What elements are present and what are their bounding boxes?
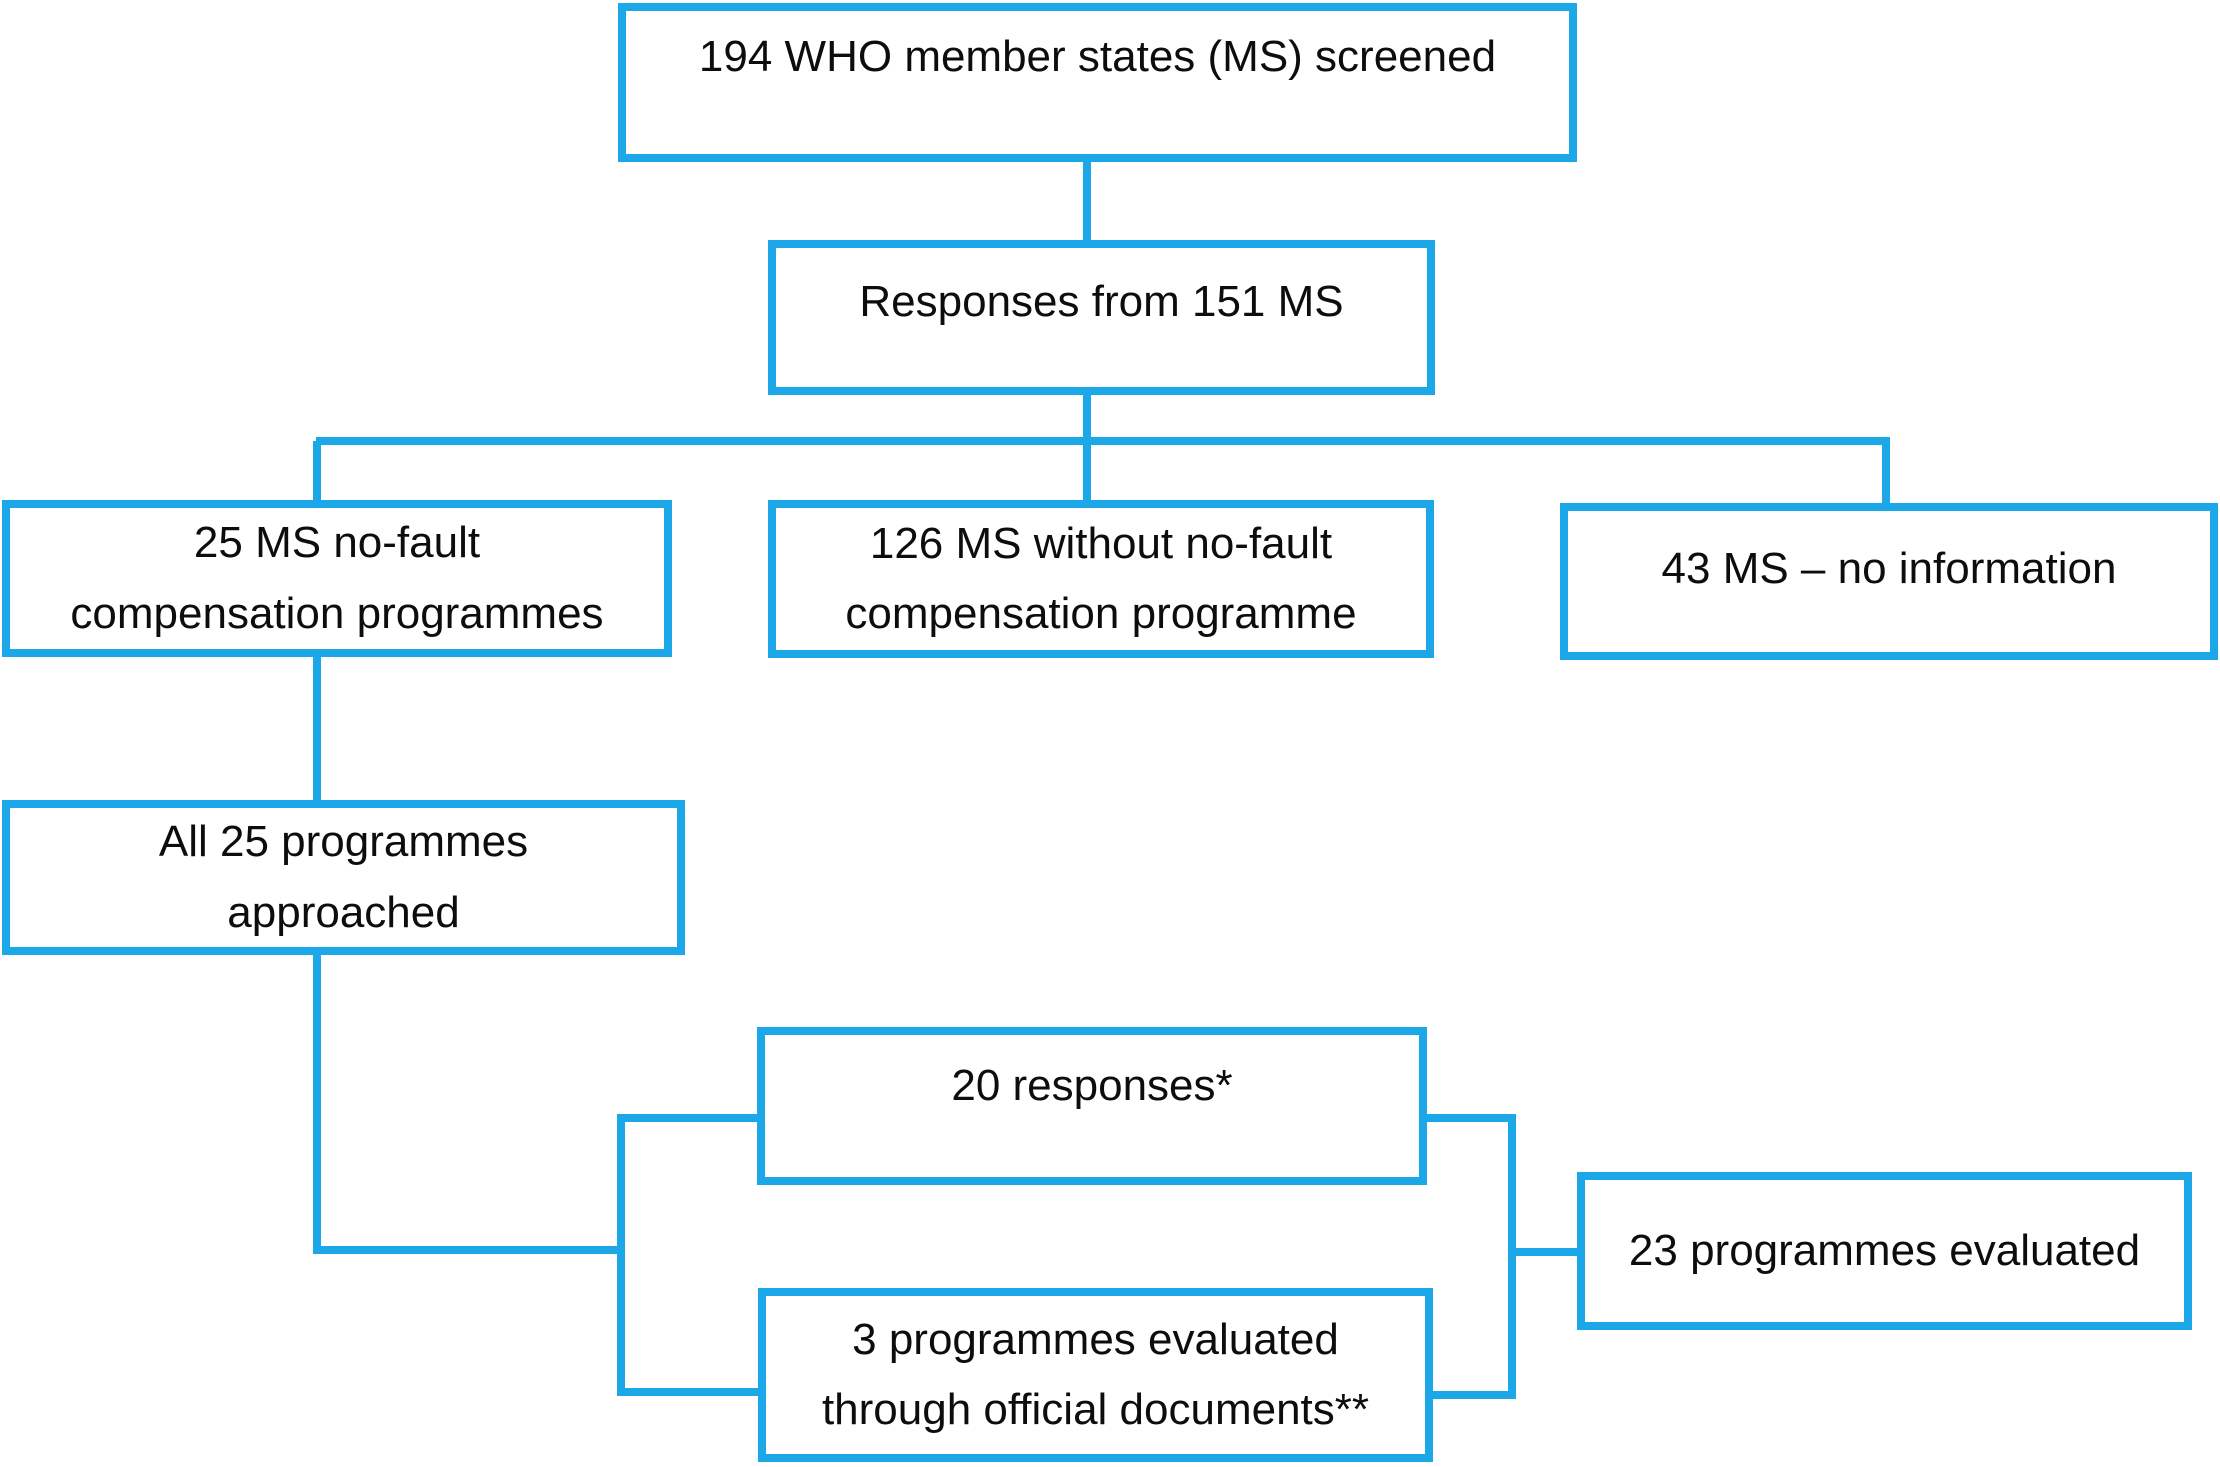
- connector-responses-20-to-bracket: [1423, 1114, 1516, 1122]
- node-approached-25: All 25 programmes approached: [2, 800, 685, 955]
- connector-official-docs-3-to-bracket: [1429, 1391, 1516, 1399]
- node-text-line: 25 MS no-fault: [193, 518, 481, 568]
- connector-branch-to-without-126: [1083, 441, 1091, 504]
- node-text-line: compensation programme: [845, 589, 1357, 638]
- node-text-line: approached: [227, 887, 460, 937]
- node-text: 43 MS – no information: [1661, 544, 2117, 594]
- connector-approached-feed: [313, 1246, 625, 1254]
- node-responses-151: Responses from 151 MS: [768, 240, 1435, 395]
- node-text: 20 responses*: [951, 1060, 1233, 1110]
- connector-screened-to-responses: [1083, 162, 1091, 244]
- node-text-line: 3 programmes evaluated: [852, 1314, 1339, 1364]
- node-text: Responses from 151 MS: [859, 277, 1344, 327]
- node-ms-screened: 194 WHO member states (MS) screened: [618, 3, 1577, 162]
- connector-no-fault-25-to-approached: [313, 653, 321, 804]
- connector-arm-to-responses-20: [621, 1114, 761, 1122]
- connector-arm-to-official-docs-3: [621, 1388, 762, 1396]
- node-text-line: 126 MS without no-fault: [869, 518, 1333, 568]
- connector-left-bracket: [617, 1114, 625, 1396]
- connector-bracket-to-evaluated-23: [1512, 1248, 1581, 1256]
- node-evaluated-23: 23 programmes evaluated: [1577, 1172, 2192, 1330]
- connector-responses-to-branch-line: [1083, 391, 1091, 445]
- node-responses-20: 20 responses*: [757, 1027, 1427, 1185]
- connector-branch-to-no-fault-25: [313, 441, 321, 504]
- node-no-fault-25: 25 MS no-fault compensation programmes: [2, 500, 672, 657]
- connector-branch-line: [316, 437, 1890, 445]
- node-no-information-43: 43 MS – no information: [1560, 503, 2218, 660]
- node-without-no-fault-126: 126 MS without no-fault compensation pro…: [768, 500, 1434, 658]
- connector-approached-down: [313, 951, 321, 1250]
- node-official-documents-3: 3 programmes evaluated through official …: [758, 1288, 1433, 1462]
- node-text: 194 WHO member states (MS) screened: [698, 32, 1497, 82]
- node-text-line: through official documents**: [821, 1385, 1370, 1434]
- node-text-line: compensation programmes: [70, 588, 604, 638]
- node-text: 23 programmes evaluated: [1628, 1225, 2141, 1275]
- node-text-line: All 25 programmes: [158, 817, 529, 867]
- connector-branch-to-no-info-43: [1882, 441, 1890, 507]
- connector-right-bracket: [1508, 1114, 1516, 1399]
